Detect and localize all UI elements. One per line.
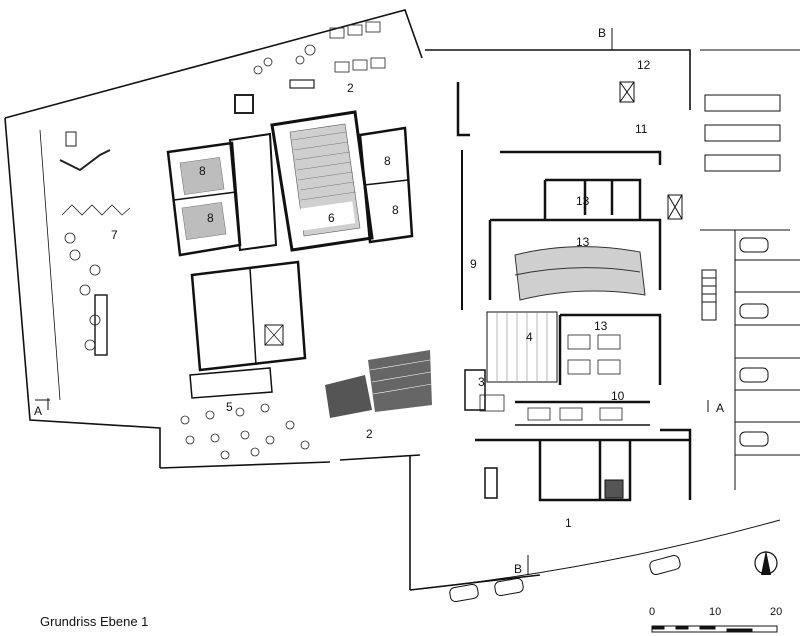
section-line-a [35, 398, 709, 412]
section-label-a-west: A [34, 404, 42, 418]
scale-tick-20: 20 [770, 606, 783, 618]
room-label-4: 4 [526, 330, 533, 344]
scale-tick-10: 10 [709, 606, 722, 618]
room-label-7: 7 [111, 228, 118, 242]
room-label-10: 10 [611, 389, 625, 403]
room-7-furniture [59, 131, 131, 356]
room-label-5: 5 [226, 400, 233, 414]
room-label-8d: 8 [392, 203, 399, 217]
east-stairs [619, 81, 717, 321]
room-label-1: 1 [565, 516, 572, 530]
plan-title: Grundriss Ebene 1 [40, 614, 149, 629]
room-label-9: 9 [470, 257, 477, 271]
room-label-8c: 8 [384, 154, 391, 168]
top-lounge-furniture [234, 21, 386, 114]
scale-bar [651, 625, 778, 633]
classroom-blocks-west [166, 132, 278, 257]
foyer-tables [180, 403, 310, 460]
room-10-desks [479, 394, 623, 421]
scale-tick-0: 0 [649, 606, 656, 618]
room-13-desks [567, 334, 621, 375]
room-label-13b: 13 [576, 235, 590, 249]
hall-13-seating [514, 246, 646, 301]
room-label-2-bottom: 2 [366, 427, 373, 441]
room-label-8a: 8 [199, 164, 206, 178]
room-3 [464, 369, 486, 411]
room-label-11: 11 [635, 122, 648, 136]
room-labels: 1 2 2 3 4 5 6 7 8 8 8 8 9 10 11 12 13 13… [111, 58, 651, 530]
parking-area [449, 49, 800, 603]
stepped-seating [325, 350, 433, 418]
auditorium-block [270, 110, 374, 252]
section-label-b-north: B [598, 26, 606, 40]
east-building-outline [409, 49, 790, 591]
north-arrow-icon [754, 550, 778, 575]
west-building-outline [4, 9, 423, 469]
room-label-13c: 13 [594, 319, 608, 333]
stair-core-west [189, 260, 307, 399]
room-label-2-top: 2 [347, 81, 354, 95]
room-label-13a: 13 [576, 194, 590, 208]
room-label-8b: 8 [207, 211, 214, 225]
room-label-3: 3 [478, 375, 485, 389]
east-building-walls [456, 82, 692, 502]
room-label-12: 12 [637, 58, 651, 72]
section-label-a-east: A [716, 401, 724, 415]
section-label-b-south: B [514, 562, 522, 576]
classroom-blocks-east [358, 126, 414, 244]
room-label-6: 6 [328, 211, 335, 225]
section-line-b [527, 28, 613, 575]
room-4-stage [486, 311, 558, 383]
